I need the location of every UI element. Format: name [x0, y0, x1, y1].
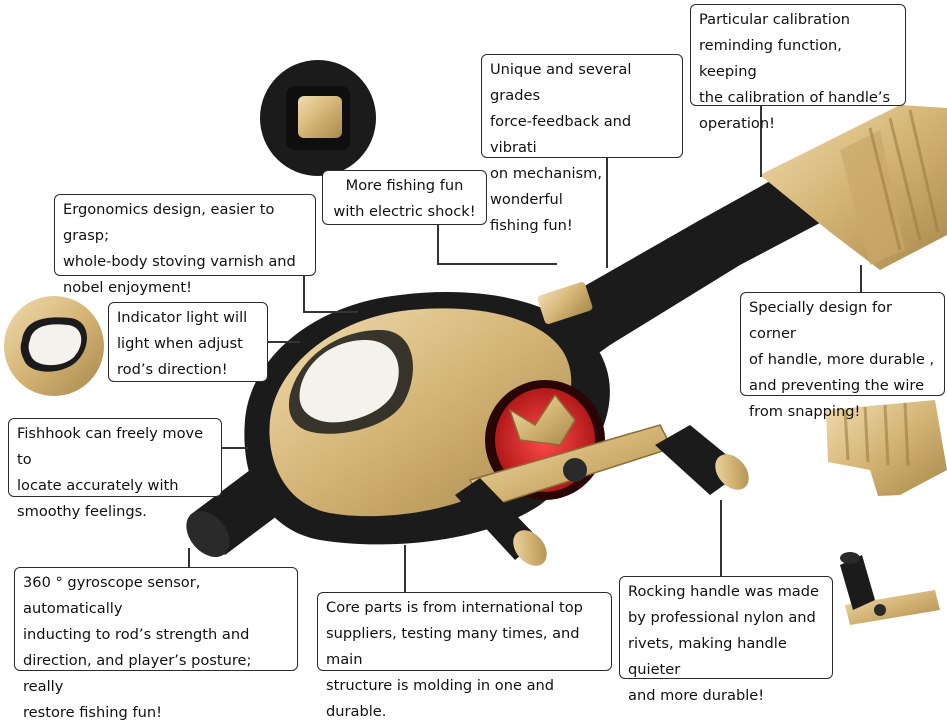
callout-indicator: Indicator light will light when adjust r… — [108, 302, 268, 382]
leader-gyroscope — [188, 548, 190, 568]
leader-core — [404, 545, 406, 593]
leader-indicator — [266, 341, 300, 343]
leader-shock-h — [437, 263, 557, 265]
leader-calibration — [760, 105, 762, 177]
leader-force-feedback — [606, 158, 608, 268]
button-closeup-inset — [260, 60, 376, 176]
callout-gyroscope: 360 ° gyroscope sensor, automatically in… — [14, 567, 298, 721]
callout-fishhook: Fishhook can freely move to locate accur… — [8, 418, 222, 520]
indicator-closeup-inset — [4, 296, 104, 396]
crank-closeup-inset — [825, 530, 945, 650]
rod-shaft — [520, 170, 835, 370]
leader-ergonomics-v — [303, 276, 305, 312]
callout-ergonomics: Ergonomics design, easier to grasp; whol… — [54, 194, 316, 296]
callout-corner: Specially design for corner of handle, m… — [740, 292, 945, 420]
fishhook-nose — [186, 470, 285, 558]
leader-corner — [860, 265, 862, 293]
corner-closeup-inset — [822, 390, 947, 506]
fishing-reel-illustration — [4, 60, 947, 650]
leader-rocking — [720, 500, 722, 577]
callout-force-feedback: Unique and several grades force-feedback… — [481, 54, 683, 234]
callout-rocking-handle: Rocking handle was made by professional … — [619, 576, 833, 704]
callout-calibration: Particular calibration reminding functio… — [690, 4, 906, 132]
leader-fishhook — [220, 447, 248, 449]
leader-shock-v — [437, 224, 439, 264]
gold-grip — [760, 105, 947, 270]
callout-electric-shock: More fishing fun with electric shock! — [322, 170, 487, 225]
callout-core-parts: Core parts is from international top sup… — [317, 592, 612, 720]
leader-ergonomics-h — [303, 311, 358, 313]
crank-handle — [455, 393, 749, 566]
